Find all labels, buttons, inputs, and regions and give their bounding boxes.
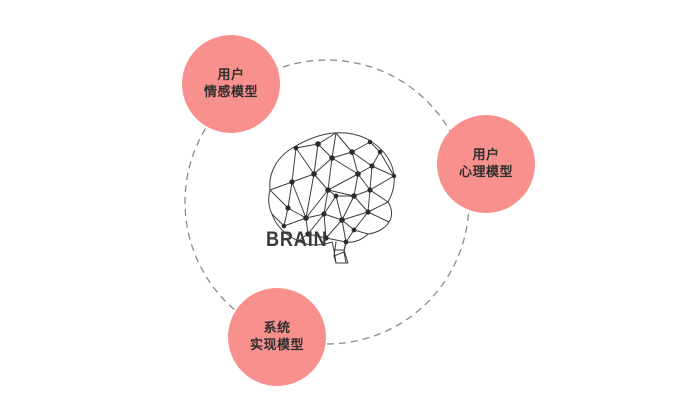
bubble-psychology-line1: 用户 xyxy=(472,148,500,163)
bubble-system-line1: 系统 xyxy=(263,321,291,336)
brain-node-group xyxy=(281,139,397,245)
brain-label: BRAIN xyxy=(266,228,328,251)
brain-wireframe-icon xyxy=(262,122,402,267)
bubble-system-line2: 实现模型 xyxy=(249,338,304,353)
bubble-emotion-line1: 用户 xyxy=(217,68,245,83)
bubble-emotion-line2: 情感模型 xyxy=(203,85,258,100)
bubble-psychology-line2: 心理模型 xyxy=(458,165,513,180)
bubble-user-psychology-model[interactable]: 用户 心理模型 xyxy=(437,115,535,213)
bubble-user-emotion-model[interactable]: 用户 情感模型 xyxy=(182,35,280,133)
bubble-system-implementation-model[interactable]: 系统 实现模型 xyxy=(228,288,326,386)
